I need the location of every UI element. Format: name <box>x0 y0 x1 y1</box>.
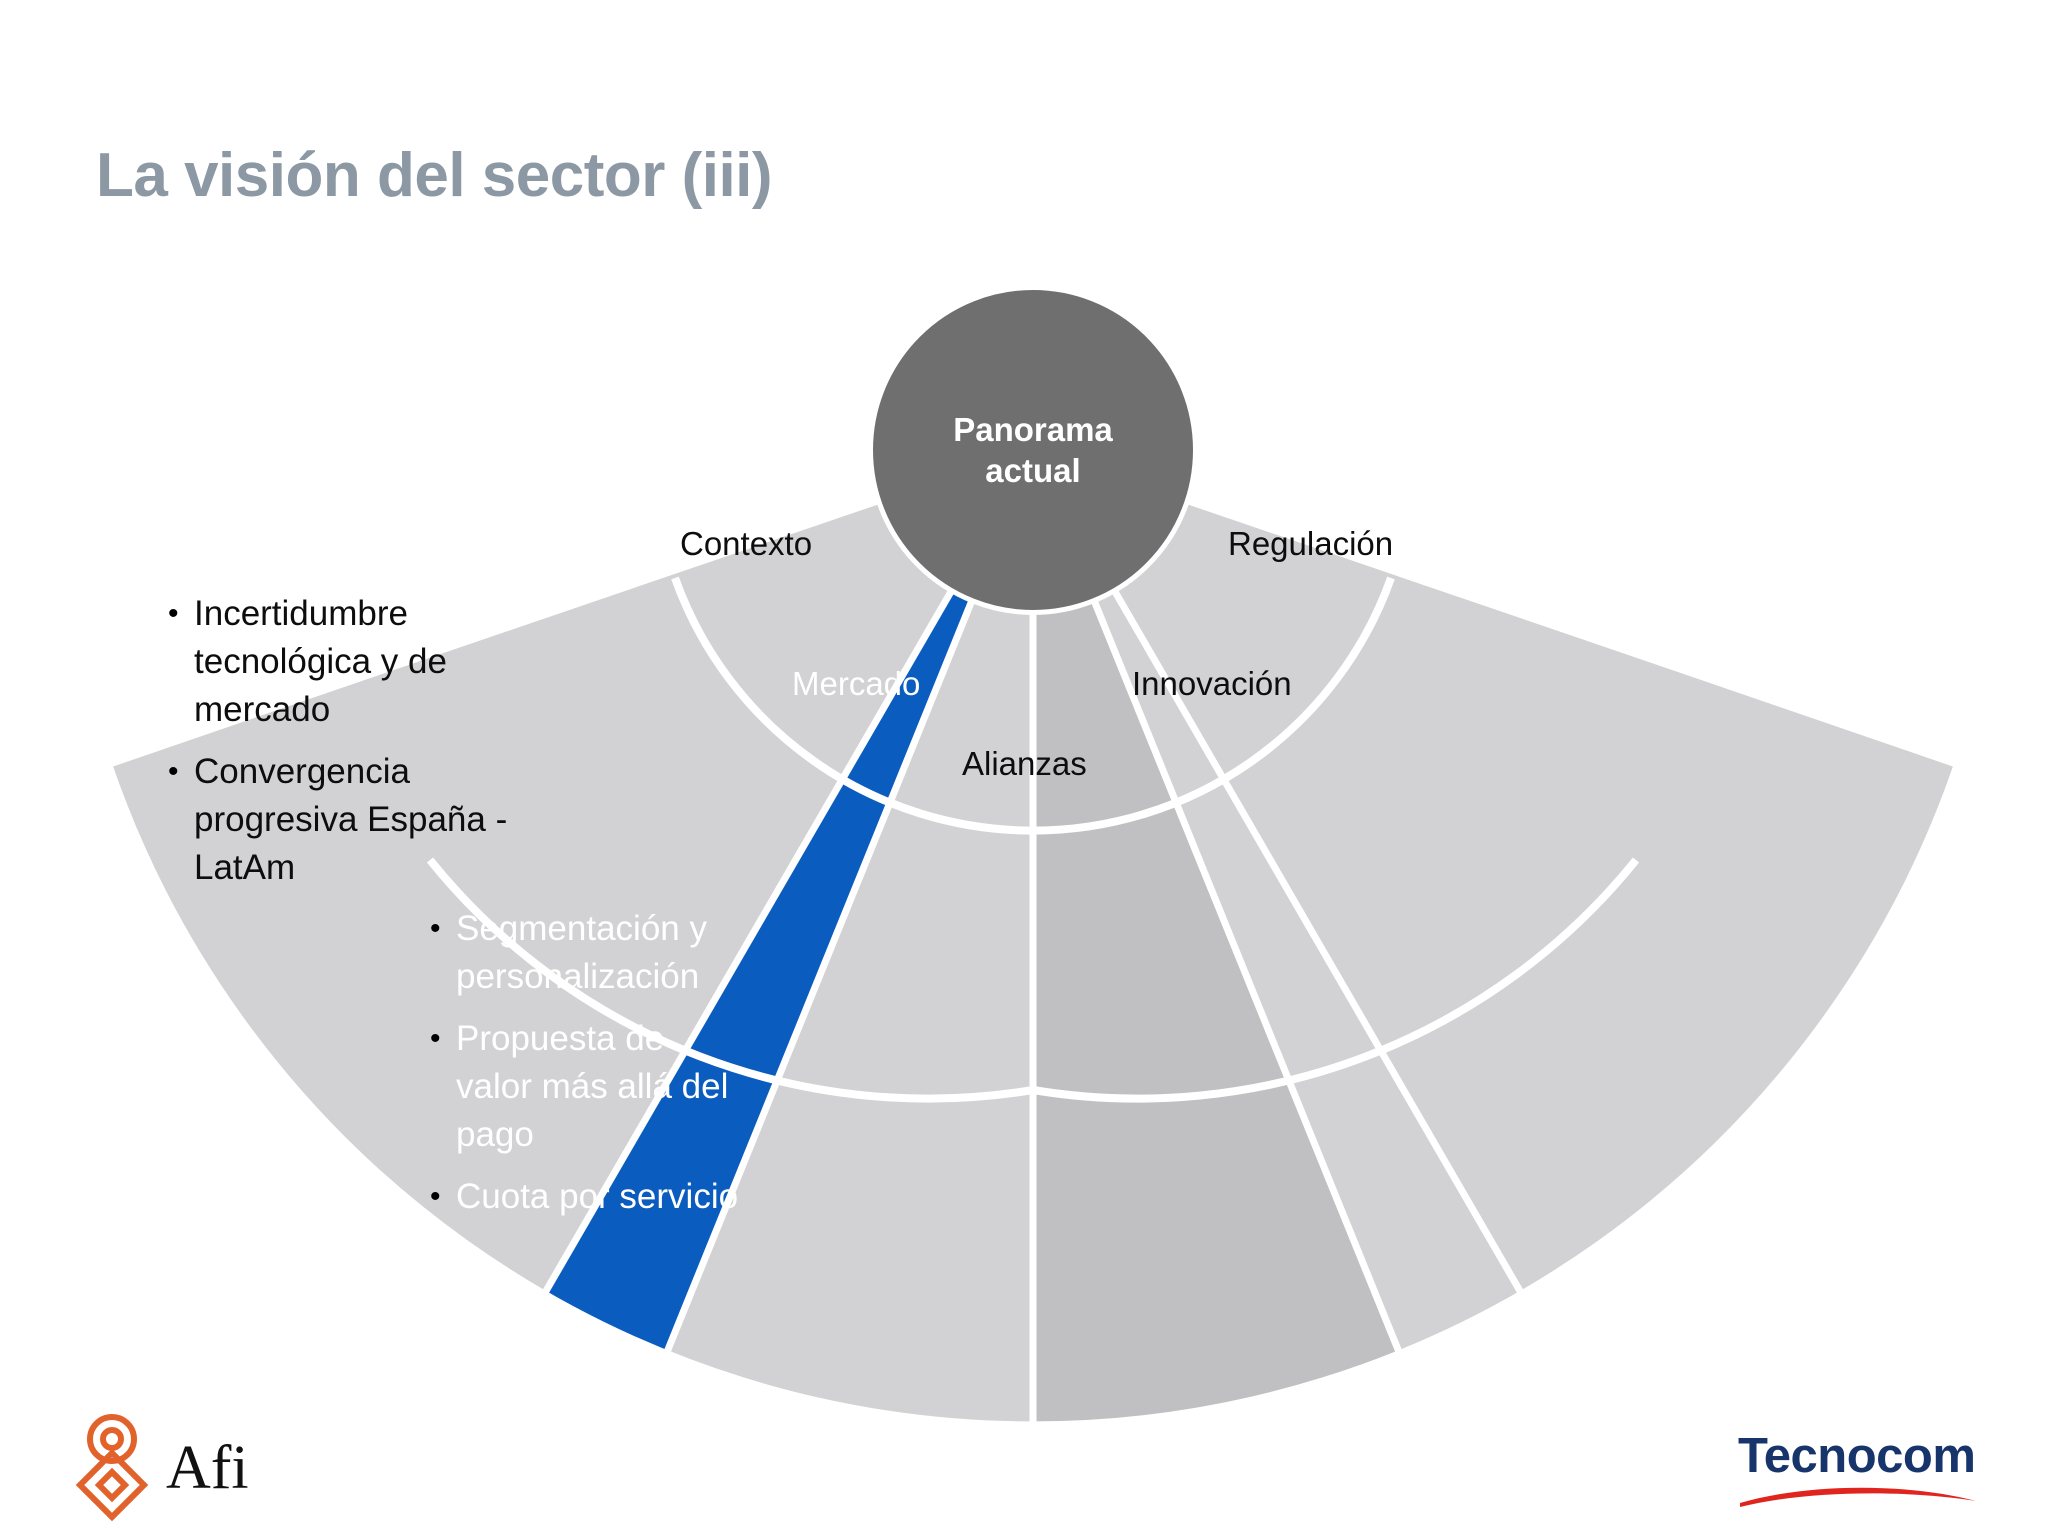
bullet-item: • Segmentación y personalización <box>430 905 760 1001</box>
bullet-marker-icon: • <box>168 755 179 788</box>
tecnocom-swoosh-icon <box>1740 1487 1976 1507</box>
bullet-text: Convergencia progresiva España - LatAm <box>194 752 508 887</box>
sector-regulacion[interactable] <box>1033 450 1890 1536</box>
tecnocom-wordmark: Tecnocom <box>1738 1429 1976 1483</box>
fan-outline <box>109 448 1957 1425</box>
sector-alianzas[interactable] <box>400 450 1033 1536</box>
page-title: La visión del sector (iii) <box>96 141 773 210</box>
bullet-text: Incertidumbre tecnológica y de mercado <box>194 594 447 729</box>
sector-label-alianzas[interactable]: Alianzas <box>962 745 1087 782</box>
bullet-text: Segmentación y personalización <box>456 909 707 996</box>
sector-label-regulacion[interactable]: Regulación <box>1228 525 1394 562</box>
afi-logo: Afi <box>72 1412 249 1524</box>
mid-ring-arc-right <box>1032 857 1640 1103</box>
bullet-marker-icon: • <box>430 1180 441 1213</box>
sector-label-mercado[interactable]: Mercado <box>792 665 921 702</box>
bullet-item: • Incertidumbre tecnológica y de mercado <box>168 590 568 734</box>
bullet-marker-icon: • <box>430 912 441 945</box>
bullet-text: Propuesta de valor más allá del pago <box>456 1019 729 1154</box>
sector-dividers <box>172 450 1894 1423</box>
mid-ring-arc-left <box>426 857 1034 1103</box>
afi-wordmark: Afi <box>166 1434 249 1502</box>
sector-mercado[interactable] <box>176 450 1033 1536</box>
bullet-marker-icon: • <box>430 1022 441 1055</box>
bullet-item: • Propuesta de valor más allá del pago <box>430 1015 760 1159</box>
afi-mark-icon <box>75 1413 149 1522</box>
bullet-marker-icon: • <box>168 597 179 630</box>
bullet-group-mercado: • Segmentación y personalización • Propu… <box>430 905 760 1235</box>
bullet-item: • Cuota por servicio <box>430 1173 760 1221</box>
hub-label: Panorama actual <box>953 410 1113 489</box>
bullet-group-contexto: • Incertidumbre tecnológica y de mercado… <box>168 590 568 906</box>
tecnocom-logo: Tecnocom <box>1738 1432 1978 1512</box>
bullet-text: Cuota por servicio <box>456 1177 739 1216</box>
sector-label-contexto[interactable]: Contexto <box>680 525 813 562</box>
sector-label-innovacion[interactable]: Innovación <box>1132 665 1292 702</box>
hub-circle[interactable]: Panorama actual <box>868 285 1198 615</box>
sector-innovacion[interactable] <box>1033 450 1666 1536</box>
bullet-item: • Convergencia progresiva España - LatAm <box>168 748 568 892</box>
inner-ring-arc <box>671 576 1395 835</box>
